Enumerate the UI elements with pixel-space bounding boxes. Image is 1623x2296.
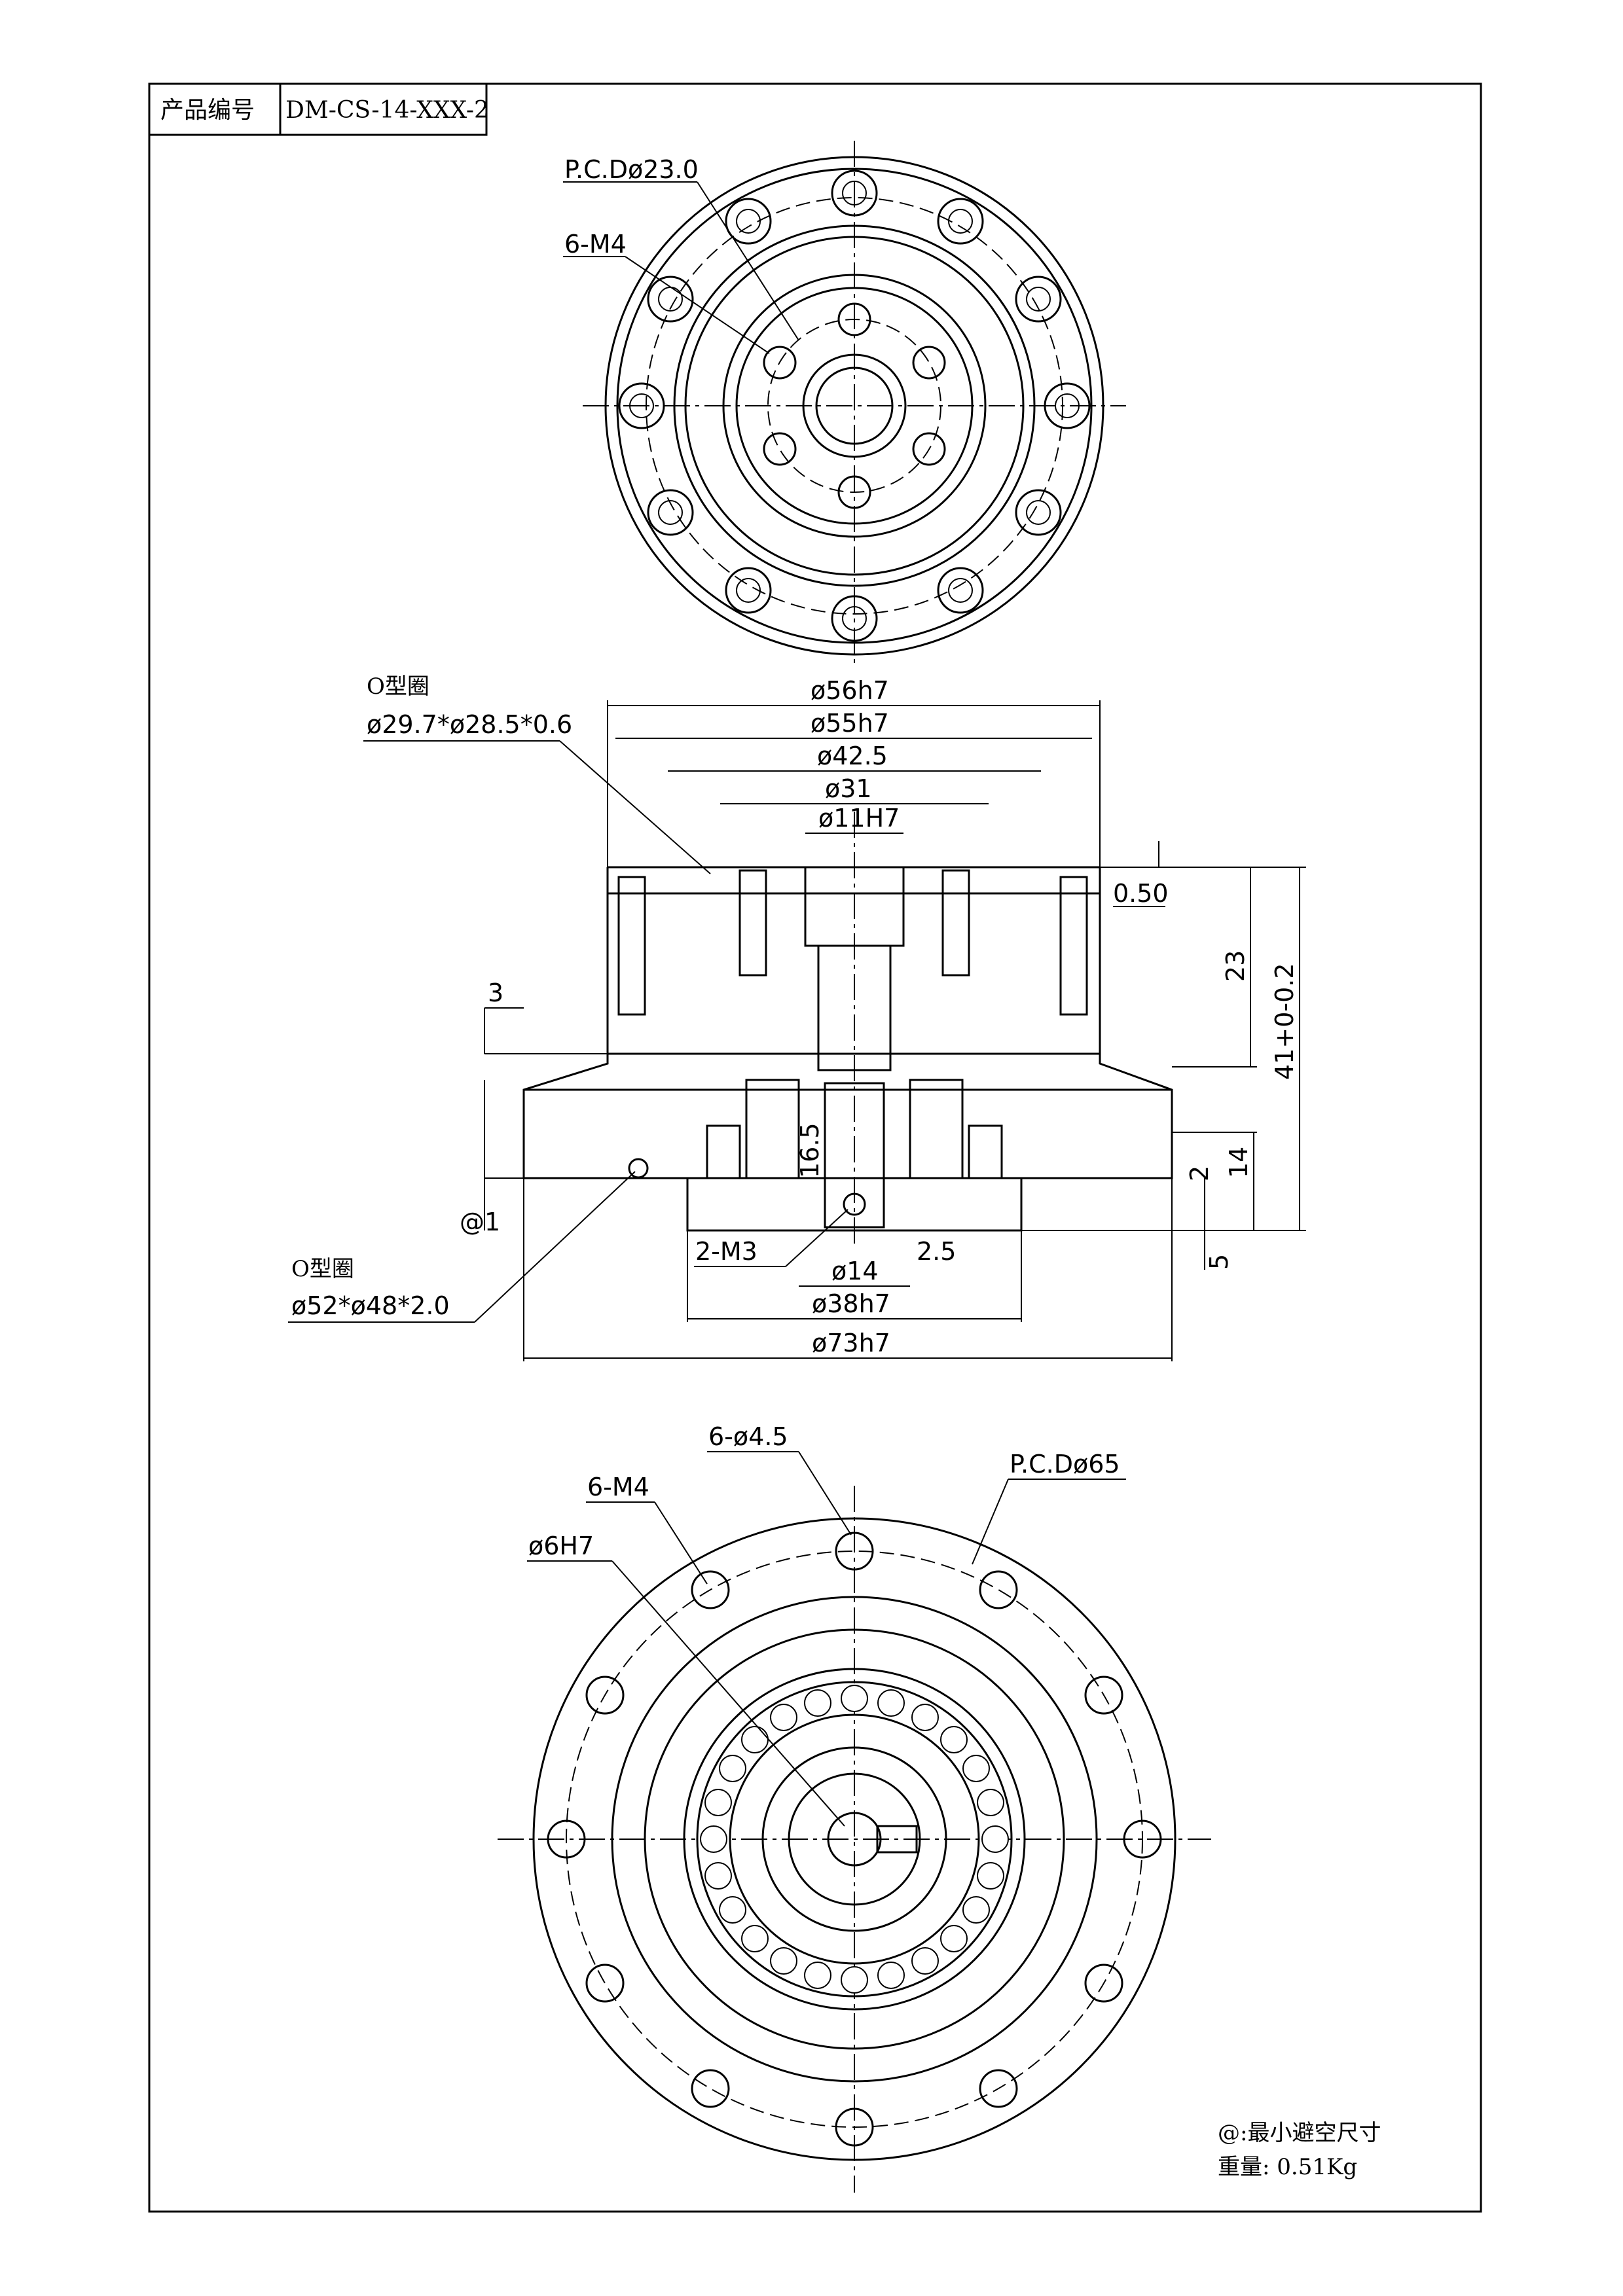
top-view: P.C.Dø23.0 6-M4 bbox=[563, 141, 1126, 668]
section-view: ø56h7 ø55h7 ø42.5 ø31 ø11H7 0.50 23 41+0… bbox=[288, 673, 1306, 1361]
dim-h5: 5 bbox=[1205, 1254, 1233, 1270]
bottom-thread-label: 6-M4 bbox=[587, 1473, 649, 1501]
dim-m3: 2-M3 bbox=[695, 1237, 757, 1266]
top-pcd-label: P.C.Dø23.0 bbox=[564, 155, 699, 184]
title-label: 产品编号 bbox=[160, 97, 255, 124]
bottom-bore-label: ø6H7 bbox=[528, 1532, 594, 1560]
note-min-clearance: @:最小避空尺寸 bbox=[1218, 2120, 1381, 2146]
note-weight: 重量: 0.51Kg bbox=[1218, 2154, 1357, 2180]
dim-h3: 3 bbox=[488, 978, 503, 1007]
dim-h2: 2 bbox=[1185, 1166, 1214, 1181]
oring-top-size: ø29.7*ø28.5*0.6 bbox=[367, 710, 572, 739]
oring-bot-size: ø52*ø48*2.0 bbox=[291, 1291, 450, 1320]
top-outer-bolts bbox=[618, 170, 1091, 642]
dim-h165: 16.5 bbox=[795, 1122, 824, 1178]
dim-d73: ø73h7 bbox=[812, 1329, 890, 1357]
dim-h41: 41+0-0.2 bbox=[1270, 963, 1299, 1080]
oring-bot-label: O型圈 bbox=[291, 1256, 354, 1282]
dim-gap: 0.50 bbox=[1113, 879, 1169, 908]
product-number: DM-CS-14-XXX-2 bbox=[285, 97, 489, 124]
bottom-pcd-label: P.C.Dø65 bbox=[1010, 1450, 1120, 1479]
top-inner-holes bbox=[763, 302, 946, 509]
bearing-rollers bbox=[700, 1685, 1009, 1994]
dim-d31: ø31 bbox=[825, 774, 872, 803]
dim-d56: ø56h7 bbox=[811, 676, 889, 705]
dim-h14: 14 bbox=[1224, 1147, 1253, 1178]
dim-d11: ø11H7 bbox=[818, 804, 900, 833]
dim-d14: ø14 bbox=[831, 1257, 879, 1285]
notes: @:最小避空尺寸 重量: 0.51Kg bbox=[1218, 2120, 1381, 2180]
oring-top-label: O型圈 bbox=[367, 673, 429, 700]
title-block: 产品编号 DM-CS-14-XXX-2 bbox=[148, 82, 489, 136]
drawing-frame bbox=[148, 82, 1482, 2213]
dim-d38: ø38h7 bbox=[812, 1289, 890, 1318]
dim-d42: ø42.5 bbox=[817, 742, 888, 770]
dim-h23: 23 bbox=[1221, 950, 1250, 982]
top-thread-label: 6-M4 bbox=[564, 230, 627, 259]
dim-h1: @1 bbox=[460, 1208, 500, 1236]
dim-d25: 2.5 bbox=[917, 1237, 956, 1266]
bottom-bolt-holes bbox=[547, 1532, 1162, 2147]
bottom-holes-label: 6-ø4.5 bbox=[708, 1422, 788, 1451]
dim-d55: ø55h7 bbox=[811, 709, 889, 738]
bottom-view: 6-ø4.5 P.C.Dø65 6-M4 ø6H7 bbox=[498, 1422, 1211, 2193]
